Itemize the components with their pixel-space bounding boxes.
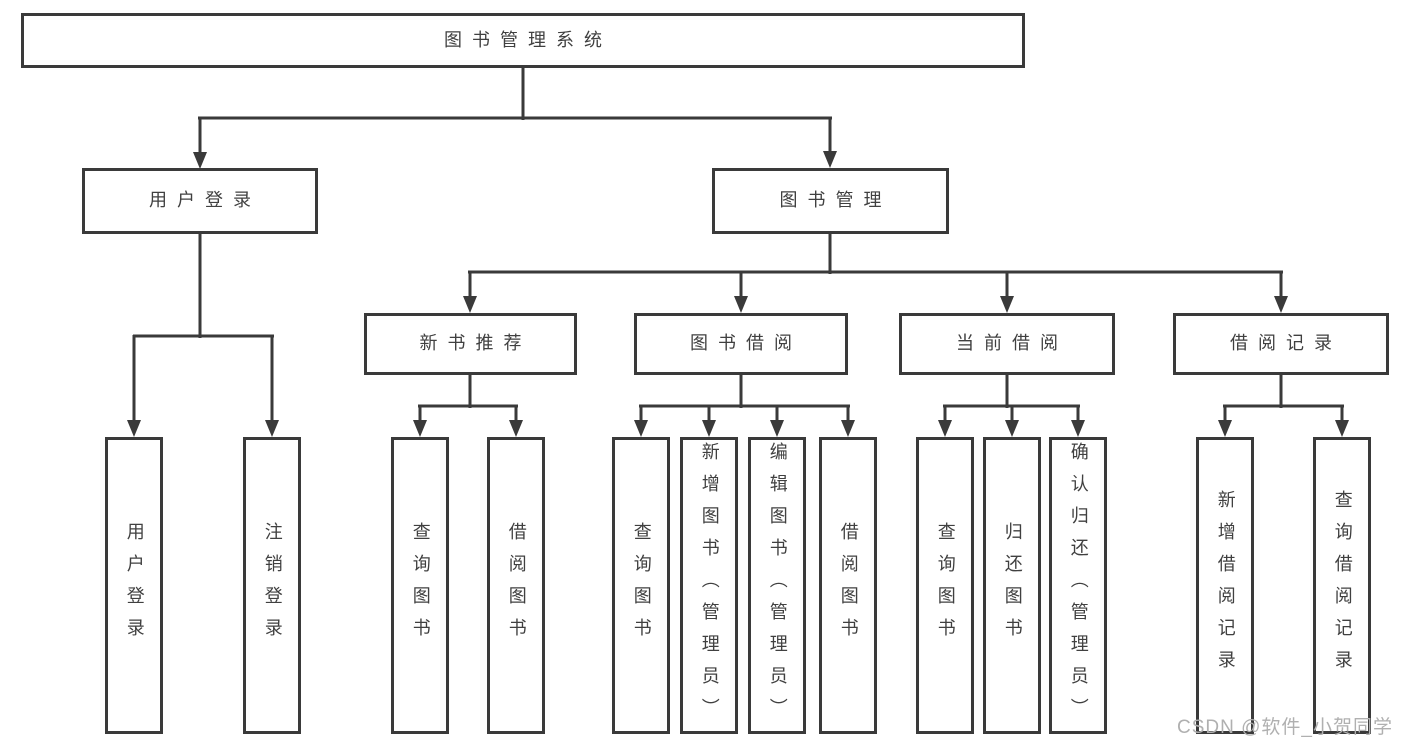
node-leaf-add-book-admin: 新增图书（管理员）: [680, 437, 738, 734]
node-leaf-user-login: 用户登录: [105, 437, 163, 734]
node-borrowing-records: 借阅记录: [1173, 313, 1389, 375]
node-leaf-query-books-borrowing: 查询图书: [612, 437, 670, 734]
node-book-management-branch: 图书管理: [712, 168, 949, 234]
node-leaf-return-book: 归还图书: [983, 437, 1041, 734]
node-root-system: 图书管理系统: [21, 13, 1025, 68]
node-leaf-query-books-recommend: 查询图书: [391, 437, 449, 734]
node-leaf-add-borrow-record: 新增借阅记录: [1196, 437, 1254, 734]
node-book-borrowing: 图书借阅: [634, 313, 848, 375]
node-user-login-branch: 用户登录: [82, 168, 318, 234]
node-leaf-query-borrow-record: 查询借阅记录: [1313, 437, 1371, 734]
node-leaf-edit-book-admin: 编辑图书（管理员）: [748, 437, 806, 734]
csdn-watermark: CSDN @软件_小贺同学: [1177, 717, 1393, 738]
node-leaf-borrow-books-borrowing: 借阅图书: [819, 437, 877, 734]
node-leaf-confirm-return-admin: 确认归还（管理员）: [1049, 437, 1107, 734]
node-current-borrowing: 当前借阅: [899, 313, 1115, 375]
node-leaf-query-books-current: 查询图书: [916, 437, 974, 734]
node-leaf-borrow-books-recommend: 借阅图书: [487, 437, 545, 734]
node-leaf-logout: 注销登录: [243, 437, 301, 734]
node-new-book-recommend: 新书推荐: [364, 313, 577, 375]
